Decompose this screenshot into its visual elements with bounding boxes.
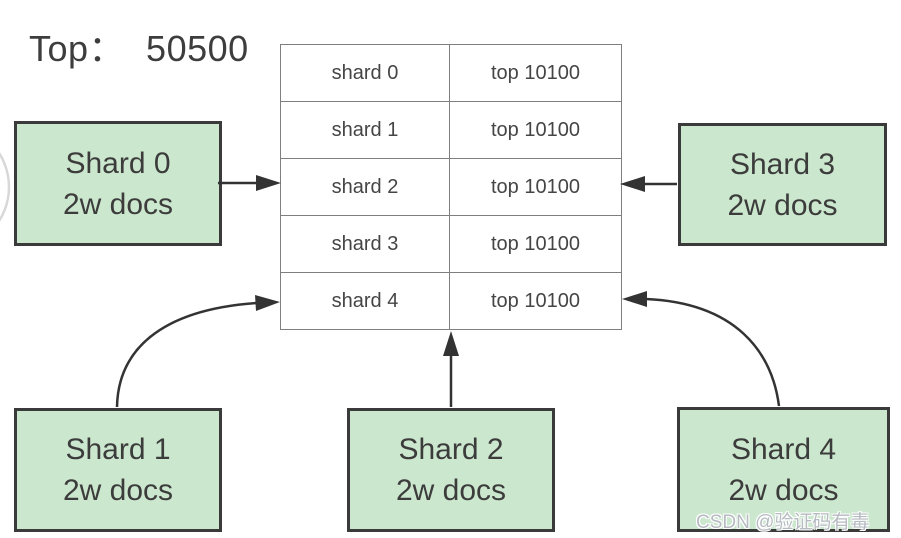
table-row: shard 1 top 10100 — [280, 101, 622, 159]
shard-cell: shard 0 — [280, 44, 450, 102]
top-cell: top 10100 — [449, 272, 622, 330]
shard-3-label: Shard 3 — [729, 147, 836, 181]
shard-1-box: Shard 1 2w docs — [14, 408, 222, 532]
results-table: shard 0 top 10100 shard 1 top 10100 shar… — [280, 44, 622, 330]
shard-cell: shard 4 — [280, 272, 450, 330]
watermark: CSDN @验证码有毒 — [696, 512, 870, 533]
partial-circle-decoration — [0, 152, 11, 222]
top-cell: top 10100 — [449, 44, 622, 102]
shard-cell: shard 3 — [280, 215, 450, 273]
table-row: shard 4 top 10100 — [280, 272, 622, 330]
top-cell: top 10100 — [449, 101, 622, 159]
shard-0-label: Shard 0 — [65, 146, 171, 180]
table-row: shard 2 top 10100 — [280, 158, 622, 216]
arrow-shard2-to-table — [443, 331, 459, 407]
shard-4-box: Shard 4 2w docs — [677, 407, 890, 532]
diagram-title: Top： 50500 — [29, 28, 249, 69]
arrow-shard1-to-table — [115, 295, 280, 408]
shard-4-label: Shard 4 — [730, 432, 837, 466]
shard-4-docs: 2w docs — [728, 473, 839, 507]
shard-3-box: Shard 3 2w docs — [678, 123, 887, 246]
shard-1-docs: 2w docs — [62, 474, 174, 507]
shard-1-label: Shard 1 — [65, 433, 171, 466]
shard-0-box: Shard 0 2w docs — [14, 121, 222, 246]
top-cell: top 10100 — [449, 215, 622, 273]
arrow-shard0-to-table — [218, 175, 281, 191]
shard-2-box: Shard 2 2w docs — [347, 408, 555, 532]
shard-2-label: Shard 2 — [398, 433, 504, 466]
arrow-shard3-to-table — [620, 176, 677, 192]
arrow-shard4-to-table — [622, 291, 781, 407]
top-cell: top 10100 — [449, 158, 622, 216]
shard-0-docs: 2w docs — [62, 187, 174, 221]
shard-2-docs: 2w docs — [395, 474, 507, 507]
shard-cell: shard 1 — [280, 101, 450, 159]
shard-3-docs: 2w docs — [727, 188, 838, 222]
table-row: shard 0 top 10100 — [280, 44, 622, 102]
shard-cell: shard 2 — [280, 158, 450, 216]
table-row: shard 3 top 10100 — [280, 215, 622, 273]
